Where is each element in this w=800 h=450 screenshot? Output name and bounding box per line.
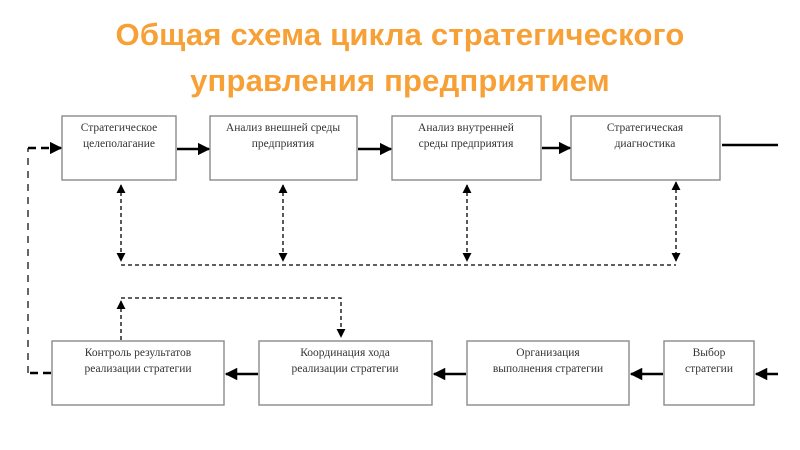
box-label-line1: Стратегическое bbox=[81, 122, 158, 134]
box-label-line2: среды предприятия bbox=[419, 138, 514, 150]
box-label-line2: целеполагание bbox=[83, 138, 155, 150]
box-label-line2: реализации стратегии bbox=[84, 363, 191, 375]
box-label-line1: Анализ внутренней bbox=[418, 122, 514, 134]
box-label-line1: Организация bbox=[516, 347, 580, 359]
box-label-line1: Выбор bbox=[693, 347, 726, 359]
box-label-line1: Стратегическая bbox=[607, 122, 684, 134]
title-line-1: Общая схема цикла стратегического bbox=[115, 17, 685, 52]
box-label-line1: Контроль результатов bbox=[85, 347, 192, 359]
box-internal-analysis: Анализ внутренней среды предприятия bbox=[391, 115, 542, 181]
box-strategic-goal-setting: Стратегическое целеполагание bbox=[61, 115, 177, 181]
box-label-line2: выполнения стратегии bbox=[493, 363, 603, 375]
box-label-line2: диагностика bbox=[615, 138, 676, 150]
box-label-line1: Анализ внешней среды bbox=[226, 122, 340, 134]
box-label-line2: стратегии bbox=[685, 363, 733, 375]
title-line-2: управления предприятием bbox=[190, 63, 610, 98]
box-label-line1: Координация хода bbox=[300, 347, 390, 359]
box-external-analysis: Анализ внешней среды предприятия bbox=[209, 115, 358, 181]
diagram-title: Общая схема цикла стратегического управл… bbox=[0, 12, 800, 104]
dashed-links-top bbox=[116, 181, 681, 266]
box-strategy-choice: Выбор стратегии bbox=[663, 340, 755, 406]
box-execution-organization: Организация выполнения стратегии bbox=[466, 340, 630, 406]
box-strategic-diagnostics: Стратегическая диагностика bbox=[570, 115, 721, 181]
box-implementation-coordination: Координация хода реализации стратегии bbox=[258, 340, 433, 406]
box-label-line2: предприятия bbox=[252, 138, 315, 150]
box-results-control: Контроль результатов реализации стратеги… bbox=[51, 340, 225, 406]
feedback-loop-dashed bbox=[27, 141, 63, 375]
dashed-link-control-coordination bbox=[116, 297, 346, 340]
box-label-line2: реализации стратегии bbox=[291, 363, 398, 375]
